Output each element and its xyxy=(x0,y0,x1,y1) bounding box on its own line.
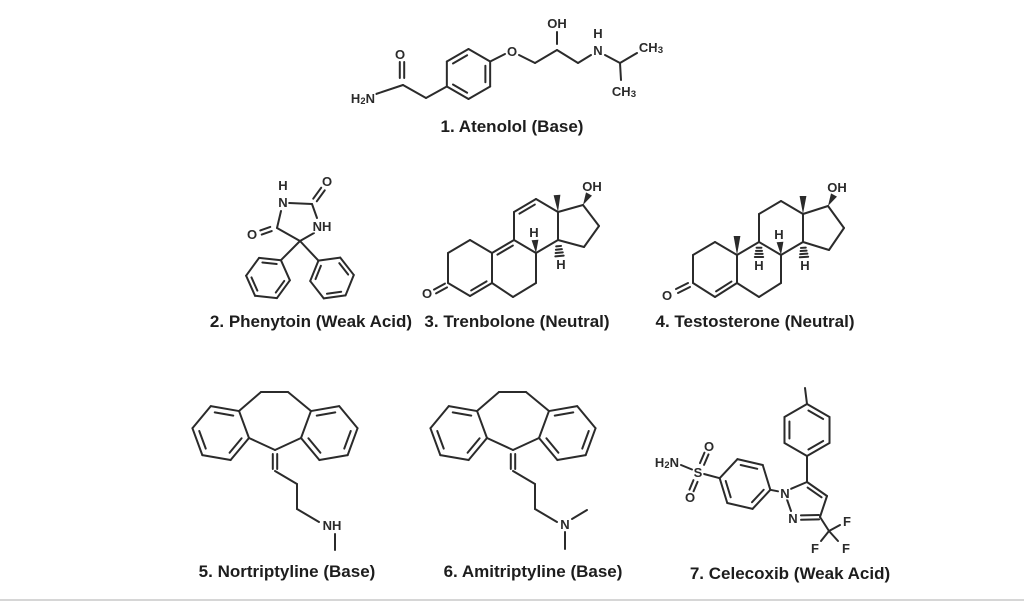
testosterone-skeletal-drawing: O OH H H H xyxy=(660,178,848,304)
svg-text:OH: OH xyxy=(582,179,602,194)
structure-trenbolone: O OH H H xyxy=(420,168,620,308)
bottom-divider-line xyxy=(0,599,1024,601)
svg-text:H: H xyxy=(754,258,763,273)
svg-text:H: H xyxy=(593,26,602,41)
svg-text:O: O xyxy=(395,47,405,62)
svg-text:H: H xyxy=(529,225,538,240)
svg-text:S: S xyxy=(694,465,703,480)
svg-text:CH3​: CH3​ xyxy=(612,84,636,100)
svg-text:O: O xyxy=(322,174,332,189)
svg-text:N: N xyxy=(593,43,602,58)
nortriptyline-skeletal-drawing: NH xyxy=(191,391,359,551)
svg-text:H: H xyxy=(774,227,783,242)
svg-text:H2​N: H2​N xyxy=(351,91,375,107)
svg-text:F: F xyxy=(811,541,819,556)
svg-text:O: O xyxy=(662,288,672,303)
atenolol-skeletal-drawing: H2​N O O OH HN CH3​ CH3​ xyxy=(349,14,664,108)
caption-celecoxib: 7. Celecoxib (Weak Acid) xyxy=(689,564,891,583)
svg-text:N: N xyxy=(788,511,797,526)
svg-text:F: F xyxy=(843,514,851,529)
caption-phenytoin: 2. Phenytoin (Weak Acid) xyxy=(209,312,413,331)
svg-text:O: O xyxy=(247,227,257,242)
caption-trenbolone: 3. Trenbolone (Neutral) xyxy=(424,312,610,331)
caption-atenolol: 1. Atenolol (Base) xyxy=(440,117,584,136)
svg-text:OH: OH xyxy=(827,180,847,195)
svg-text:O: O xyxy=(507,44,517,59)
caption-testosterone: 4. Testosterone (Neutral) xyxy=(655,312,855,331)
phenytoin-skeletal-drawing: HN O NH O xyxy=(245,172,355,300)
caption-nortriptyline: 5. Nortriptyline (Base) xyxy=(198,562,376,581)
svg-text:O: O xyxy=(422,286,432,301)
svg-text:NH: NH xyxy=(323,518,342,533)
svg-text:O: O xyxy=(704,439,714,454)
structure-amitriptyline: N xyxy=(418,378,653,556)
structure-nortriptyline: NH xyxy=(180,378,405,556)
svg-text:O: O xyxy=(685,490,695,505)
trenbolone-skeletal-drawing: O OH H H xyxy=(420,177,603,302)
svg-text:N: N xyxy=(560,517,569,532)
svg-text:CH3​: CH3​ xyxy=(639,40,663,56)
svg-text:N: N xyxy=(278,195,287,210)
svg-text:F: F xyxy=(842,541,850,556)
svg-text:H: H xyxy=(800,258,809,273)
svg-text:H: H xyxy=(556,257,565,272)
structure-atenolol: H2​N O O OH HN CH3​ CH3​ xyxy=(330,10,675,110)
amitriptyline-skeletal-drawing: N xyxy=(429,391,597,550)
svg-text:NH: NH xyxy=(313,219,332,234)
svg-text:N: N xyxy=(780,486,789,501)
svg-text:H2​N: H2​N xyxy=(655,455,679,471)
svg-text:H: H xyxy=(278,178,287,193)
svg-text:OH: OH xyxy=(547,16,567,31)
caption-amitriptyline: 6. Amitriptyline (Base) xyxy=(443,562,623,581)
structure-testosterone: O OH H H H xyxy=(655,168,870,308)
